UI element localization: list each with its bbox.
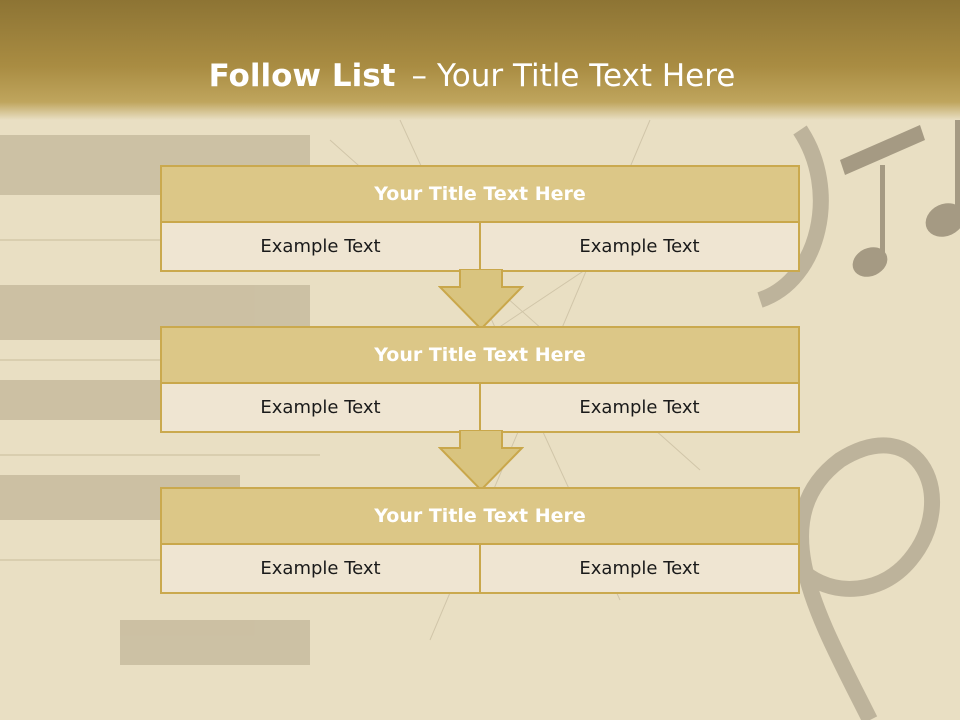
block-cell-right: Example Text — [479, 223, 798, 270]
block-cell-left: Example Text — [260, 236, 381, 257]
down-arrow-icon — [438, 430, 524, 492]
list-block-1: Your Title Text Here Example Text Exampl… — [160, 165, 800, 272]
treble-clef-image — [757, 125, 941, 720]
block-row: Example Text Example Text — [162, 384, 798, 431]
block-row: Example Text Example Text — [162, 223, 798, 270]
title-rest: Your Title Text Here — [436, 58, 736, 94]
block-title: Your Title Text Here — [162, 328, 798, 384]
block-cell-left: Example Text — [260, 558, 381, 579]
block-row: Example Text Example Text — [162, 545, 798, 592]
list-block-2: Your Title Text Here Example Text Exampl… — [160, 326, 800, 433]
title-banner — [0, 0, 960, 120]
title-separator: – — [411, 58, 427, 94]
block-cell-right: Example Text — [479, 384, 798, 431]
block-cell-right: Example Text — [479, 545, 798, 592]
block-cell-left: Example Text — [260, 397, 381, 418]
title-bold: Follow List — [208, 58, 396, 94]
block-title: Your Title Text Here — [162, 489, 798, 545]
down-arrow-icon — [438, 269, 524, 331]
slide-title: Follow List–Your Title Text Here — [0, 52, 944, 100]
list-block-3: Your Title Text Here Example Text Exampl… — [160, 487, 800, 594]
music-notes-image — [840, 120, 960, 277]
block-title: Your Title Text Here — [162, 167, 798, 223]
